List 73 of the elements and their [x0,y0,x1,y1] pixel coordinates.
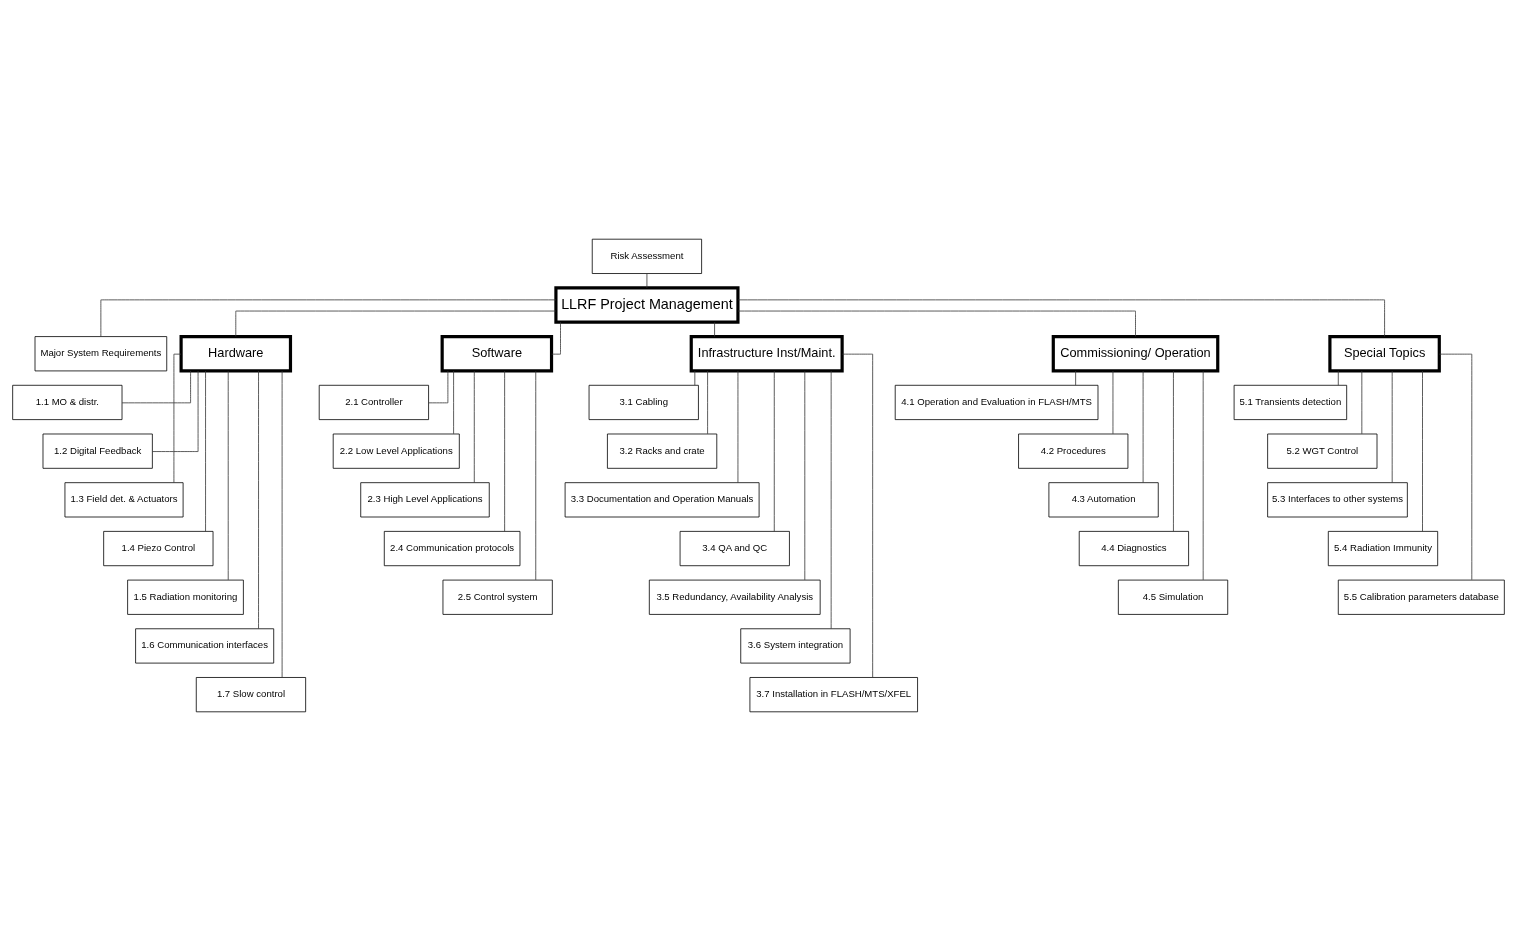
connector [1337,370,1339,386]
connector [1112,370,1114,434]
connector [1391,370,1393,483]
node-box: 1.1 MO & distr. [12,384,123,420]
node-box: Commissioning/ Operation [1051,334,1220,372]
node-box: Risk Assessment [591,238,702,274]
connector [1422,370,1423,532]
node-box: 2.1 Controller [318,384,429,420]
connector [428,370,449,403]
connector [804,370,806,580]
connector [453,370,454,434]
node-box: 5.3 Interfaces to other systems [1267,481,1408,517]
connector [1202,370,1204,580]
connector [504,370,506,532]
node-box: 4.5 Simulation [1117,579,1229,615]
node-box: Software [440,334,554,372]
node-box: 3.6 System integration [740,627,851,663]
connector [473,370,475,483]
connector [707,370,708,434]
node-box: 3.5 Redundancy, Availability Analysis [648,579,821,615]
node-box: 4.3 Automation [1048,481,1159,517]
connector [121,370,191,403]
connector [1075,370,1077,386]
node-box: 1.6 Communication interfaces [135,627,275,663]
node-box: 1.5 Radiation monitoring [127,579,244,615]
node-box: 2.2 Low Level Applications [332,433,460,469]
connector [258,370,259,629]
node-box: 3.1 Cabling [588,384,699,420]
connector [235,310,557,337]
connector [1361,370,1363,434]
connector [694,370,696,386]
connector [205,370,206,532]
node-box: 1.3 Field det. & Actuators [64,481,184,517]
node-box: LLRF Project Management [554,285,740,324]
connector [1173,370,1174,532]
connector [841,353,874,678]
node-box: 1.4 Piezo Control [103,530,214,566]
connector [714,321,715,337]
connector [1142,370,1144,483]
node-box: 3.4 QA and QC [679,530,790,566]
connector [281,370,283,678]
node-box: 4.1 Operation and Evaluation in FLASH/MTS [894,384,1099,420]
node-box: 1.7 Slow control [195,676,307,712]
node-box: Special Topics [1328,334,1441,372]
connector [646,272,648,288]
connector [1438,353,1473,580]
node-box: 1.2 Digital Feedback [42,433,153,469]
connector [100,298,557,337]
connector [173,353,182,483]
connector [152,370,199,452]
node-box: 4.2 Procedures [1018,433,1129,469]
connector [535,370,537,580]
connector [737,298,1385,337]
node-box: 5.5 Calibration parameters database [1337,579,1505,615]
node-box: 3.2 Racks and crate [607,433,718,469]
node-box: Major System Requirements [34,335,168,371]
connector [737,370,739,483]
connector [773,370,775,532]
node-box: 3.7 Installation in FLASH/MTS/XFEL [749,676,918,712]
node-box: 5.4 Radiation Immunity [1327,530,1439,566]
node-box: Infrastructure Inst/Maint. [689,334,844,372]
node-box: 5.1 Transients detection [1233,384,1348,420]
node-box: 4.4 Diagnostics [1078,530,1189,566]
connector [551,321,561,355]
connector [737,310,1136,337]
node-box: 3.3 Documentation and Operation Manuals [564,481,760,517]
node-box: 2.3 High Level Applications [360,481,490,517]
node-box: 2.4 Communication protocols [383,530,521,566]
node-box: 5.2 WGT Control [1267,433,1378,469]
node-box: Hardware [179,334,293,372]
node-box: 2.5 Control system [442,579,553,615]
connector [227,370,229,580]
connector [830,370,832,629]
